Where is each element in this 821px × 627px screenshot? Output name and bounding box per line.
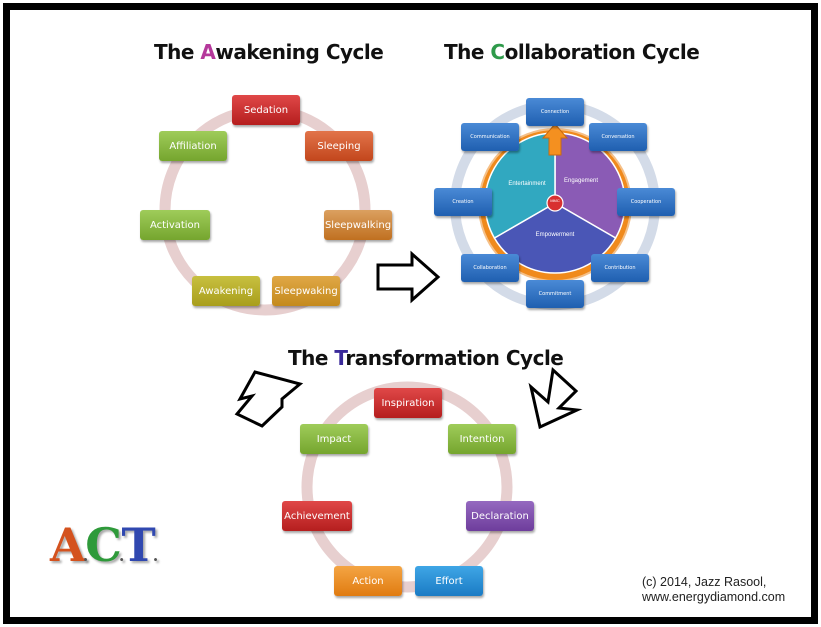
collaboration-item-commitment: Commitment xyxy=(526,280,584,308)
awakening-item-awakening: Awakening xyxy=(192,276,260,306)
pie-label-empowerment: Empowerment xyxy=(535,232,575,238)
pie-sector-entertainment xyxy=(484,132,556,240)
pie-label-entertainment: Entertainment xyxy=(508,181,546,187)
pie-center-circle xyxy=(546,194,564,212)
collaboration-item-cooperation: Cooperation xyxy=(617,188,675,216)
transformation-item-intention: Intention xyxy=(448,424,516,454)
awakening-item-sleeping: Sleeping xyxy=(305,131,373,161)
collaboration-item-conversation: Conversation xyxy=(589,123,647,151)
awakening-item-activation: Activation xyxy=(140,210,210,240)
pie-label-engagement: Engagement xyxy=(563,178,599,184)
logo-letter-c: C xyxy=(85,518,122,572)
copyright-line-2: www.energydiamond.com xyxy=(642,590,786,604)
frame xyxy=(3,3,818,624)
awakening-item-sedation: Sedation xyxy=(232,95,300,125)
pie-label-center: MMC xyxy=(550,198,560,203)
transformation-item-achievement: Achievement xyxy=(282,501,352,531)
copyright-line-1: (c) 2014, Jazz Rasool, xyxy=(642,575,767,589)
transformation-title: The Transformation Cycle xyxy=(288,346,564,370)
pie-up-arrow xyxy=(541,123,569,156)
awakening-item-sleepwaking: Sleepwaking xyxy=(272,276,340,306)
transformation-item-impact: Impact xyxy=(300,424,368,454)
awakening-title: The Awakening Cycle xyxy=(154,40,384,64)
copyright: (c) 2014, Jazz Rasool, www.energydiamond… xyxy=(642,575,785,605)
transformation-item-action: Action xyxy=(334,566,402,596)
act-logo: A.C.T. xyxy=(50,518,158,572)
awakening-item-sleepwalking: Sleepwalking xyxy=(324,210,392,240)
collaboration-item-creation: Creation xyxy=(434,188,492,216)
awakening-item-affiliation: Affiliation xyxy=(159,131,227,161)
right-arrow xyxy=(376,250,441,304)
logo-letter-a: A xyxy=(50,518,86,572)
logo-dot-3: . xyxy=(152,546,158,565)
up-left-arrow xyxy=(234,370,304,428)
pie-sector-empowerment xyxy=(493,202,617,274)
collaboration-title: The Collaboration Cycle xyxy=(444,40,700,64)
transformation-ring xyxy=(301,381,513,593)
collaboration-item-collaboration: Collaboration xyxy=(461,254,519,282)
transformation-item-inspiration: Inspiration xyxy=(374,388,442,418)
pie-sector-engagement xyxy=(554,132,626,240)
logo-letter-t: T xyxy=(121,518,155,572)
down-left-arrow xyxy=(528,367,583,430)
transformation-item-effort: Effort xyxy=(415,566,483,596)
transformation-item-declaration: Declaration xyxy=(466,501,534,531)
collaboration-item-communication: Communication xyxy=(461,123,519,151)
collaboration-item-contribution: Contribution xyxy=(591,254,649,282)
collaboration-item-connection: Connection xyxy=(526,98,584,126)
pie xyxy=(484,132,626,274)
